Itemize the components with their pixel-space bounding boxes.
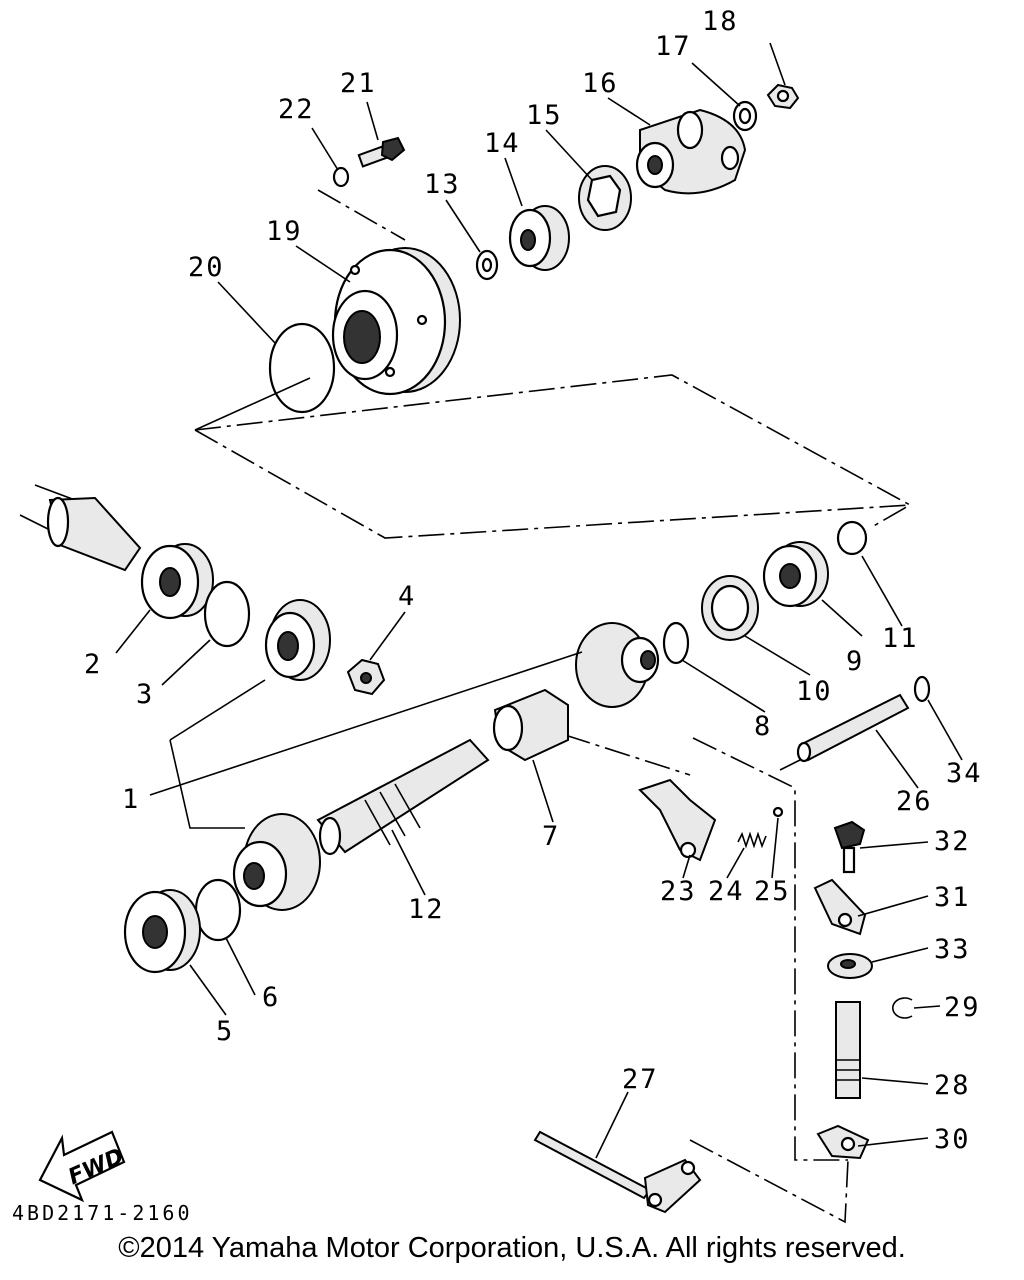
callout-15: 15 [526, 100, 563, 131]
part-11-circlip [836, 520, 868, 556]
callout-2: 2 [84, 649, 102, 680]
callout-31: 31 [934, 882, 971, 913]
part-31-lever [813, 878, 867, 936]
part-8-shim [662, 621, 690, 665]
assembly-line-bolt [317, 189, 406, 241]
part-26-shaft [796, 693, 910, 763]
part-27-shift-rod [533, 1130, 702, 1214]
assembly-line-fork [564, 734, 691, 776]
callout-21: 21 [340, 68, 377, 99]
callout-22: 22 [278, 94, 315, 125]
part-3-shim [203, 580, 251, 648]
callout-4: 4 [398, 581, 416, 612]
callout-32: 32 [934, 826, 971, 857]
callout-25: 25 [754, 876, 791, 907]
part-29-circlip [892, 997, 913, 1019]
part-1-ring-gear [575, 622, 660, 708]
part-34-o-ring [913, 675, 931, 703]
callout-24: 24 [708, 876, 745, 907]
part-24-spring [737, 831, 767, 849]
part-32-bolt [833, 820, 866, 874]
callout-23: 23 [660, 876, 697, 907]
callout-14: 14 [484, 128, 521, 159]
diagram-part-code: 4BD2171-2160 [12, 1201, 193, 1225]
leader-lines [115, 42, 963, 1159]
part-22-washer [332, 166, 350, 188]
part-21-bolt [357, 136, 406, 168]
part-5-bearing [123, 889, 201, 974]
callout-28: 28 [934, 1070, 971, 1101]
assembly-line-shift [689, 737, 849, 1224]
exploded-parts-diagram: 18 17 16 15 14 13 21 22 19 20 2 3 4 1 5 … [12, 6, 983, 1225]
part-23-shift-fork [638, 778, 717, 862]
callout-30: 30 [934, 1124, 971, 1155]
part-10-retainer [701, 575, 759, 641]
callout-1: 1 [122, 784, 140, 815]
part-1-bevel-gear [264, 599, 331, 681]
part-25-ball [772, 806, 784, 818]
assembly-line-shaft26 [779, 759, 801, 771]
callout-11: 11 [882, 623, 919, 654]
part-30-lever [816, 1124, 870, 1160]
fwd-arrow: FWD [38, 1130, 128, 1203]
callout-9: 9 [846, 646, 864, 677]
callout-10: 10 [796, 676, 833, 707]
drive-shaft-end [19, 484, 142, 572]
callout-8: 8 [754, 711, 772, 742]
part-28-shift-shaft [835, 1001, 861, 1099]
part-1-pinion-gear [232, 813, 321, 911]
callout-34: 34 [946, 758, 983, 789]
part-18-nut [766, 83, 800, 110]
callout-29: 29 [944, 992, 981, 1023]
callout-18: 18 [702, 6, 739, 37]
part-20-gasket [268, 322, 336, 414]
callout-16: 16 [582, 68, 619, 99]
part-16-arm [635, 108, 747, 195]
callout-33: 33 [934, 934, 971, 965]
part-9-bearing [762, 541, 829, 608]
callout-3: 3 [136, 679, 154, 710]
callout-numbers: 18 17 16 15 14 13 21 22 19 20 2 3 4 1 5 … [84, 6, 983, 1155]
part-2-bearing [140, 543, 214, 620]
callout-26: 26 [896, 786, 933, 817]
part-19-housing [331, 247, 461, 396]
part-15-oil-seal [578, 165, 632, 231]
callout-13: 13 [424, 169, 461, 200]
part-33-bushing [827, 953, 873, 979]
part-17-washer [732, 100, 758, 132]
callout-12: 12 [408, 894, 445, 925]
part-4-nut [346, 658, 386, 696]
callout-6: 6 [262, 982, 280, 1013]
part-14-bearing [508, 205, 570, 271]
callout-20: 20 [188, 252, 225, 283]
callout-27: 27 [622, 1064, 659, 1095]
part-7-clutch-dog [492, 688, 569, 762]
callout-17: 17 [655, 31, 692, 62]
callout-7: 7 [542, 821, 560, 852]
callout-19: 19 [266, 216, 303, 247]
assembly-line-cover [194, 374, 912, 539]
copyright-notice: ©2014 Yamaha Motor Corporation, U.S.A. A… [118, 1232, 906, 1264]
part-13-washer [475, 249, 499, 281]
part-12-shaft [316, 738, 490, 856]
callout-5: 5 [216, 1016, 234, 1047]
part-6-shim [194, 878, 242, 942]
